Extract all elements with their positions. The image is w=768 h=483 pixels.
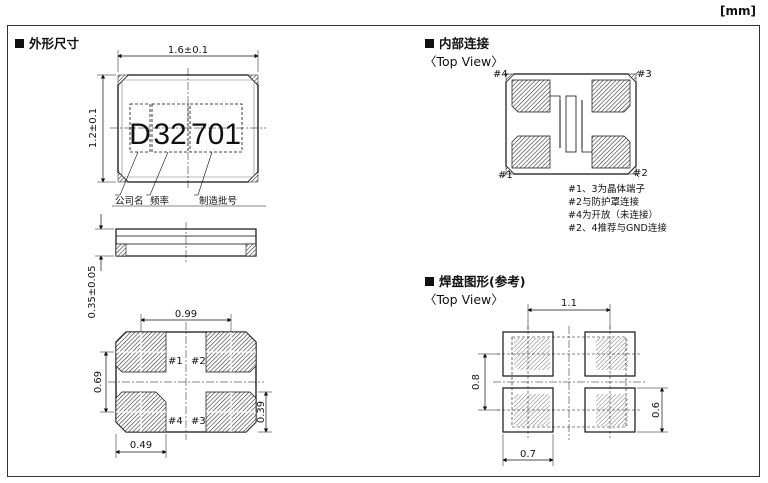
marking-label-frequency: 频率: [150, 195, 170, 207]
land-pitch-x-dimension: 1.1: [561, 298, 577, 309]
bottom-pin-4-label: #4: [168, 416, 183, 427]
outline-width-dimension: 1.6±0.1: [168, 45, 208, 56]
outline-top-view: [97, 50, 266, 207]
internal-top-view-label: 〈Top View〉: [424, 54, 504, 69]
note-4: #2、4推荐与GND连接: [568, 223, 667, 234]
thickness-dimension: 0.35±0.05: [87, 266, 98, 319]
bottom-pitch-y-dimension: 0.69: [93, 371, 104, 393]
land-pattern-view: [478, 304, 668, 466]
footprint-section-title: 焊盘图形(参考): [425, 271, 525, 290]
internal-pin-1-label: #1: [498, 170, 513, 181]
connection-notes: #1、3为晶体端子 #2与防护罩连接 #4为开放（未连接） #2、4推荐与GND…: [568, 183, 667, 235]
marking-label-company: 公司名: [115, 195, 144, 207]
note-3: #4为开放（未连接）: [568, 210, 659, 221]
unit-label: [mm]: [720, 4, 756, 18]
internal-pin-3-label: #3: [637, 69, 652, 80]
marking-label-lot: 制造批号: [199, 195, 237, 207]
land-pad-width-dimension: 0.7: [520, 449, 536, 460]
bottom-pin-2-label: #2: [191, 356, 206, 367]
land-pitch-y-dimension: 0.8: [471, 374, 482, 390]
marking-company: D: [129, 118, 151, 151]
note-1: #1、3为晶体端子: [568, 184, 646, 195]
footprint-top-view-label: 〈Top View〉: [424, 292, 504, 307]
bottom-pin-1-label: #1: [168, 356, 183, 367]
outline-section-title: 外形尺寸: [15, 33, 79, 52]
outline-height-dimension: 1.2±0.1: [88, 108, 99, 148]
internal-section-title: 内部连接: [425, 33, 489, 52]
bottom-pitch-x-dimension: 0.99: [175, 309, 197, 320]
land-pad-height-dimension: 0.6: [651, 402, 662, 418]
drawing-frame: [7, 25, 760, 477]
bottom-pin-3-label: #3: [191, 416, 206, 427]
outline-bottom-view: [100, 314, 272, 458]
bottom-pad-width-dimension: 0.49: [130, 440, 152, 451]
outline-side-view: [95, 214, 257, 271]
bottom-pad-height-dimension: 0.39: [256, 401, 267, 423]
internal-pin-4-label: #4: [493, 69, 508, 80]
note-2: #2与防护罩连接: [568, 197, 640, 208]
internal-pin-2-label: #2: [633, 168, 648, 179]
marking-frequency: 32: [153, 118, 186, 151]
internal-connection-view: [502, 70, 640, 178]
marking-lot: 701: [191, 118, 241, 151]
